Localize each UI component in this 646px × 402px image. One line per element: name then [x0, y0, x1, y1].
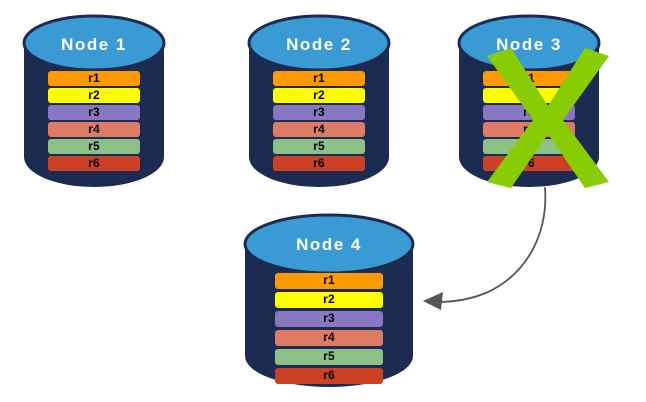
row-stack: r1 r2 r3 r4 r5 r6 [22, 71, 166, 171]
row-r4[interactable]: r4 [483, 122, 575, 137]
row-label: r2 [323, 292, 335, 306]
node-cylinder-node-1[interactable]: Node 1 r1 r2 r3 r4 r5 r6 [22, 13, 166, 187]
row-r5[interactable]: r5 [275, 349, 383, 365]
row-r6[interactable]: r6 [483, 156, 575, 171]
row-label: r6 [313, 156, 325, 170]
row-r6[interactable]: r6 [48, 156, 140, 171]
row-label: r1 [523, 71, 535, 85]
row-r2[interactable]: r2 [273, 88, 365, 103]
row-r2[interactable]: r2 [48, 88, 140, 103]
row-label: r1 [313, 71, 325, 85]
row-label: r6 [88, 156, 100, 170]
row-r2[interactable]: r2 [483, 88, 575, 103]
row-r3[interactable]: r3 [48, 105, 140, 120]
node-cylinder-node-4[interactable]: Node 4 r1 r2 r3 r4 r5 r6 [243, 212, 415, 388]
row-label: r4 [523, 122, 535, 136]
row-label: r2 [313, 88, 325, 102]
row-r4[interactable]: r4 [48, 122, 140, 137]
row-r6[interactable]: r6 [273, 156, 365, 171]
row-r3[interactable]: r3 [483, 105, 575, 120]
node-cylinder-node-3[interactable]: Node 3 r1 r2 r3 r4 r5 r6 [457, 13, 601, 187]
row-label: r6 [323, 368, 335, 382]
row-label: r3 [313, 105, 325, 119]
row-label: r5 [523, 139, 535, 153]
row-r3[interactable]: r3 [275, 311, 383, 327]
row-label: r3 [323, 311, 335, 325]
row-label: r5 [323, 349, 335, 363]
row-label: r4 [313, 122, 325, 136]
node-title: Node 4 [296, 235, 362, 254]
row-r1[interactable]: r1 [48, 71, 140, 86]
node-cylinder-node-2[interactable]: Node 2 r1 r2 r3 r4 r5 r6 [247, 13, 391, 187]
row-r1[interactable]: r1 [275, 273, 383, 289]
row-label: r5 [88, 139, 100, 153]
row-label: r6 [523, 156, 535, 170]
row-label: r4 [88, 122, 100, 136]
row-stack: r1 r2 r3 r4 r5 r6 [243, 273, 415, 384]
row-r1[interactable]: r1 [483, 71, 575, 86]
row-label: r1 [323, 273, 335, 287]
row-label: r5 [313, 139, 325, 153]
row-stack: r1 r2 r3 r4 r5 r6 [247, 71, 391, 171]
node-title: Node 2 [286, 35, 352, 54]
row-r5[interactable]: r5 [273, 139, 365, 154]
row-label: r4 [323, 330, 335, 344]
row-r6[interactable]: r6 [275, 368, 383, 384]
row-label: r2 [523, 88, 535, 102]
row-label: r3 [523, 105, 535, 119]
row-r5[interactable]: r5 [48, 139, 140, 154]
row-label: r3 [88, 105, 100, 119]
row-r4[interactable]: r4 [273, 122, 365, 137]
row-r4[interactable]: r4 [275, 330, 383, 346]
node-title: Node 3 [496, 35, 562, 54]
row-label: r1 [88, 71, 100, 85]
row-r5[interactable]: r5 [483, 139, 575, 154]
node-title: Node 1 [61, 35, 127, 54]
row-r3[interactable]: r3 [273, 105, 365, 120]
row-label: r2 [88, 88, 100, 102]
row-stack: r1 r2 r3 r4 r5 r6 [457, 71, 601, 171]
row-r1[interactable]: r1 [273, 71, 365, 86]
row-r2[interactable]: r2 [275, 292, 383, 308]
